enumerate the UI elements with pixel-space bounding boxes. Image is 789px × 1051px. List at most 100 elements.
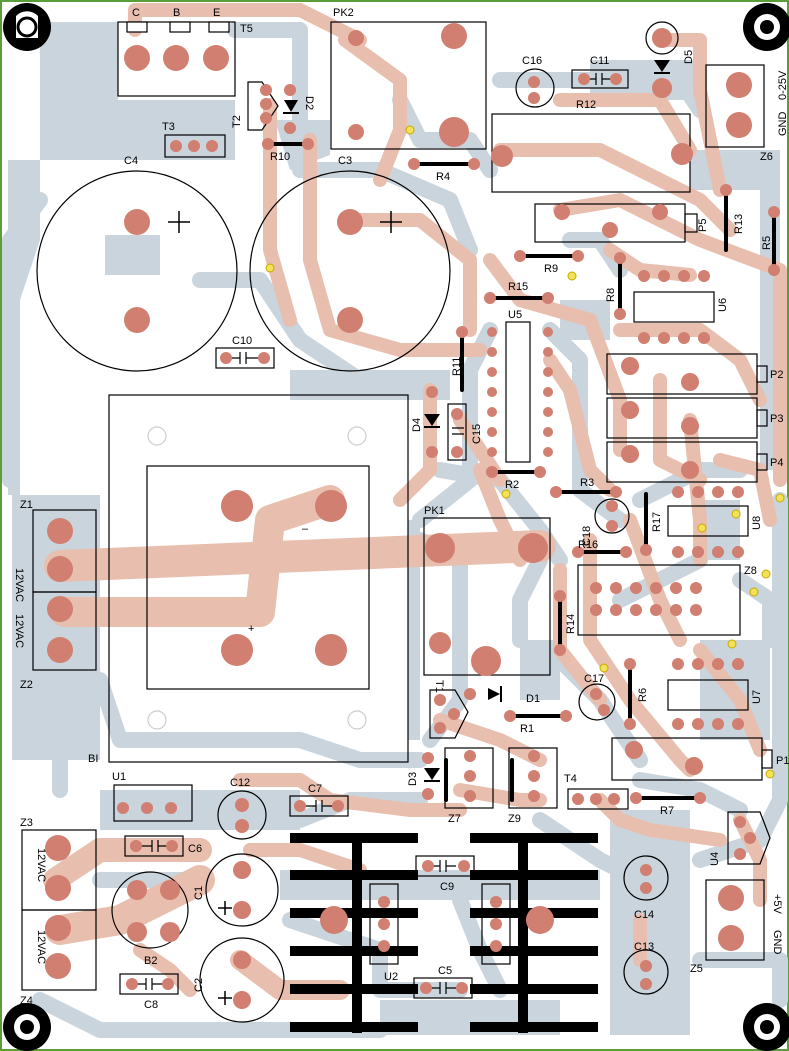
label-r6: R6 — [637, 688, 649, 702]
label-z1-v: 12VAC — [13, 568, 25, 602]
c17-outline — [578, 683, 616, 721]
label-r13: R13 — [733, 214, 745, 234]
c4-outline — [36, 170, 238, 372]
label-z3: Z3 — [20, 817, 33, 829]
bottom-copper-layer — [2, 22, 788, 1038]
label-r1: R1 — [520, 723, 534, 735]
label-p2: P2 — [770, 369, 783, 381]
b1-inner — [146, 465, 370, 690]
c7-outline — [289, 795, 349, 817]
u6-outline — [633, 291, 715, 323]
t1-outline — [429, 689, 469, 739]
label-z6: Z6 — [760, 151, 773, 163]
label-b1-minus: – — [302, 523, 309, 535]
label-c18: C18 — [581, 526, 593, 546]
label-t5-e: E — [213, 7, 220, 19]
label-z5-v: +5V — [771, 894, 783, 915]
u7-outline — [667, 679, 749, 711]
label-z2-v: 12VAC — [13, 614, 25, 648]
heatsinks — [290, 833, 598, 1033]
u4-outline — [727, 811, 771, 865]
label-p1: P1 — [776, 755, 789, 767]
z6-outline — [705, 64, 765, 148]
label-c3: C3 — [338, 155, 352, 167]
label-c17: C17 — [584, 673, 604, 685]
label-r15: R15 — [508, 281, 528, 293]
label-z2: Z2 — [20, 679, 33, 691]
c13-outline — [623, 949, 669, 995]
z2-outline — [32, 591, 97, 671]
c16-outline — [515, 68, 555, 108]
label-c9: C9 — [440, 881, 454, 893]
label-t2: T2 — [231, 115, 243, 128]
label-z6-gnd: GND — [777, 112, 789, 137]
c3-outline — [249, 170, 451, 372]
label-r7: R7 — [660, 805, 674, 817]
label-p4: P4 — [770, 457, 783, 469]
label-d2: D2 — [303, 96, 315, 110]
label-c14: C14 — [634, 909, 654, 921]
label-c10: C10 — [232, 335, 252, 347]
label-c4: C4 — [124, 155, 138, 167]
c14-outline — [623, 855, 669, 901]
label-r4: R4 — [436, 171, 450, 183]
label-b2: B2 — [144, 955, 157, 967]
label-r2: R2 — [505, 479, 519, 491]
label-z8: Z8 — [744, 565, 757, 577]
c10-outline — [215, 347, 275, 369]
c18-outline — [594, 498, 630, 534]
c1-outline — [205, 853, 279, 927]
pk2-outline — [330, 21, 487, 150]
label-c11: C11 — [590, 55, 609, 67]
label-t3: T3 — [162, 121, 175, 133]
b1-outline — [108, 394, 409, 763]
label-z5-gnd: GND — [771, 930, 783, 955]
u3-outline — [481, 883, 511, 965]
t4-outline — [567, 788, 629, 810]
label-t5-c: C — [132, 7, 140, 19]
label-z7: Z7 — [448, 813, 461, 825]
u2-outline — [369, 883, 399, 965]
label-t1: T1 — [433, 680, 445, 693]
label-r11: R11 — [451, 357, 463, 376]
d5-outline — [645, 21, 679, 55]
u8-outline — [667, 505, 749, 537]
label-u3: U3 — [484, 871, 498, 883]
label-z3-v: 12VAC — [35, 848, 47, 882]
u1-outline — [113, 784, 193, 822]
label-c6: C6 — [188, 843, 202, 855]
label-r12: R12 — [576, 99, 596, 111]
top-copper-layer — [43, 3, 787, 1000]
label-d3: D3 — [407, 772, 419, 786]
label-d1: D1 — [526, 693, 540, 705]
label-c8: C8 — [144, 999, 158, 1011]
label-c15: C15 — [471, 424, 483, 444]
label-c13: C13 — [634, 941, 654, 953]
label-c12: C12 — [230, 777, 250, 789]
resistor-bars — [266, 142, 776, 802]
c6-outline — [124, 835, 184, 857]
c8-outline — [119, 973, 179, 995]
pads — [45, 23, 780, 1009]
c12-outline — [217, 790, 267, 840]
c11-outline — [571, 69, 629, 89]
t3-outline — [164, 134, 226, 158]
label-z4-v: 12VAC — [35, 930, 47, 964]
label-z9: Z9 — [508, 813, 521, 825]
label-c16: C16 — [522, 55, 542, 67]
mounting-holes — [3, 3, 789, 1051]
label-u6: U6 — [717, 298, 729, 312]
label-c7: C7 — [308, 783, 322, 795]
label-r16: R16 — [578, 539, 598, 551]
label-r14: R14 — [565, 614, 577, 634]
c15-outline — [447, 403, 467, 461]
label-u4: U4 — [709, 852, 721, 866]
label-pk2: PK2 — [333, 7, 354, 19]
label-z1: Z1 — [20, 499, 33, 511]
label-u7: U7 — [751, 690, 763, 704]
label-z5: Z5 — [690, 963, 703, 975]
z8-outline — [577, 564, 741, 636]
label-z4: Z4 — [20, 995, 33, 1007]
label-r10: R10 — [270, 151, 290, 163]
